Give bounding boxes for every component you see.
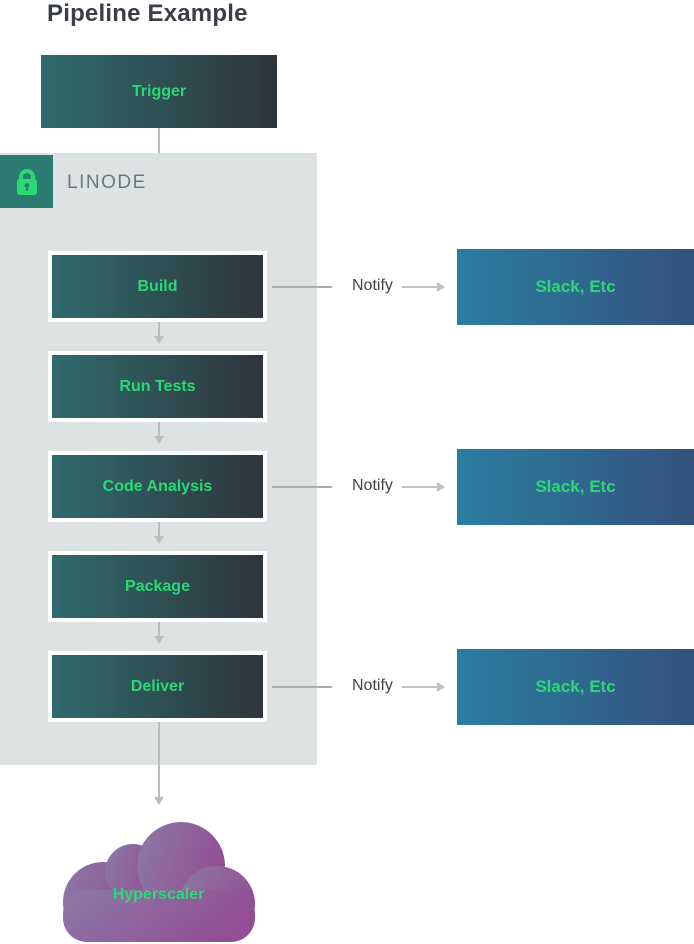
step-label: Deliver <box>130 677 185 695</box>
step-box-code-analysis: Code Analysis <box>48 451 267 522</box>
slack-label: Slack, Etc <box>535 477 616 496</box>
trigger-label: Trigger <box>131 82 187 100</box>
step-box-deliver: Deliver <box>48 651 267 722</box>
notify-label: Notify <box>352 677 393 694</box>
cloud-label: Hyperscaler <box>112 886 205 903</box>
arrow-deliver-to-cloud <box>154 722 164 805</box>
notify-arrow <box>402 282 445 292</box>
hyperscaler-cloud <box>63 822 255 942</box>
trigger-box: Trigger <box>41 55 277 128</box>
lock-badge <box>0 155 53 208</box>
step-box-build: Build <box>48 251 267 322</box>
notify-label: Notify <box>352 277 393 294</box>
step-label: Code Analysis <box>102 477 213 495</box>
notify-arrow <box>402 482 445 492</box>
notify-line <box>272 286 332 288</box>
arrow-build-to-runtests <box>154 322 164 344</box>
linode-label: LINODE <box>67 172 147 193</box>
step-box-package: Package <box>48 551 267 622</box>
step-label: Package <box>125 577 190 595</box>
step-box-run-tests: Run Tests <box>48 351 267 422</box>
step-label: Build <box>137 277 178 295</box>
slack-label: Slack, Etc <box>535 677 616 696</box>
arrow-codeanalysis-to-package <box>154 522 164 544</box>
slack-box: Slack, Etc <box>457 649 694 725</box>
page-title: Pipeline Example <box>47 0 248 27</box>
arrow-package-to-deliver <box>154 622 164 644</box>
slack-box: Slack, Etc <box>457 249 694 325</box>
notify-line <box>272 686 332 688</box>
slack-label: Slack, Etc <box>535 277 616 296</box>
lock-icon <box>16 168 37 195</box>
arrow-runtests-to-codeanalysis <box>154 422 164 444</box>
notify-label: Notify <box>352 477 393 494</box>
notify-line <box>272 486 332 488</box>
step-label: Run Tests <box>119 377 196 395</box>
slack-box: Slack, Etc <box>457 449 694 525</box>
notify-arrow <box>402 682 445 692</box>
